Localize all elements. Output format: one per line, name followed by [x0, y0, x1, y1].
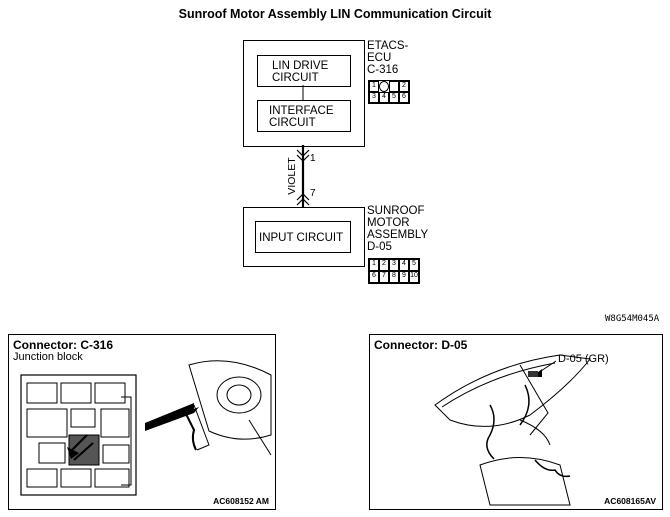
panel-left-subtitle: Junction block	[13, 351, 83, 363]
interface-label-2: CIRCUIT	[269, 117, 316, 129]
input-circuit-label: INPUT CIRCUIT	[259, 232, 344, 244]
ecu-pin: 5	[389, 92, 399, 103]
ecu-pin-key	[379, 81, 389, 92]
motor-pin: 4	[399, 259, 409, 271]
connector-symbol-top-2	[296, 154, 310, 162]
lin-drive-circuit-block: LIN DRIVE CIRCUIT	[257, 55, 351, 87]
sunroof-illustration	[434, 354, 591, 506]
pin-label-bottom: 7	[310, 188, 316, 199]
input-circuit-block: INPUT CIRCUIT	[255, 221, 351, 253]
ecu-name: ETACS- ECU C-316	[367, 40, 408, 76]
connector-symbol-bottom-1	[296, 193, 310, 201]
interface-circuit-block: INTERFACE CIRCUIT	[257, 100, 351, 132]
motor-pin: 7	[379, 271, 389, 283]
wire-color-label: VIOLET	[286, 157, 298, 195]
motor-name: SUNROOF MOTOR ASSEMBLY D-05	[367, 205, 428, 253]
ecu-pin-blank	[389, 81, 399, 92]
motor-pin: 1	[369, 259, 379, 271]
panel-right-title: Connector: D-05	[374, 338, 468, 352]
diagram-code: W8G54M045A	[605, 314, 660, 324]
motor-connector-face: 1 2 3 4 5 6 7 8 9 10	[368, 258, 420, 284]
diagram-title: Sunroof Motor Assembly LIN Communication…	[178, 7, 492, 21]
lin-drive-label-1: LIN DRIVE	[272, 60, 329, 72]
pin-label-top: 1	[310, 153, 316, 164]
motor-pin: 10	[409, 271, 419, 283]
connector-panel-left: Connector: C-316 Junction block AC608152…	[8, 334, 276, 510]
motor-pin: 5	[409, 259, 419, 271]
ecu-pin: 2	[399, 81, 409, 92]
motor-pin: 3	[389, 259, 399, 271]
panel-right-figure-code: AC608165AV	[604, 496, 656, 506]
motor-name-line2: MOTOR	[367, 217, 410, 229]
junction-block-illustration	[20, 360, 272, 496]
ecu-connector-face: 1 2 3 4 5 6	[368, 80, 410, 104]
ecu-name-line1: ETACS-	[367, 40, 409, 52]
connector-panel-right: Connector: D-05 D-05 (GR) AC608165AV	[369, 334, 663, 510]
connector-symbol-bottom-2	[296, 198, 310, 206]
ecu-pin: 1	[369, 81, 379, 92]
motor-name-line3: ASSEMBLY	[367, 229, 429, 241]
ecu-connector-id: C-316	[367, 64, 399, 76]
connector-symbol-top-1	[296, 149, 310, 157]
ecu-pin: 4	[379, 92, 389, 103]
panel-left-figure-code: AC608152 AM	[213, 496, 269, 506]
motor-pin: 2	[379, 259, 389, 271]
panel-left-title: Connector: C-316	[13, 338, 114, 352]
motor-pin: 6	[369, 271, 379, 283]
motor-connector-id: D-05	[367, 241, 392, 253]
motor-name-line1: SUNROOF	[367, 205, 425, 217]
ecu-pin: 3	[369, 92, 379, 103]
motor-pin: 8	[389, 271, 399, 283]
motor-pin: 9	[399, 271, 409, 283]
ecu-pin: 6	[399, 92, 409, 103]
interface-label-1: INTERFACE	[269, 105, 334, 117]
ecu-name-line2: ECU	[367, 52, 392, 64]
lin-drive-label-2: CIRCUIT	[272, 72, 319, 84]
